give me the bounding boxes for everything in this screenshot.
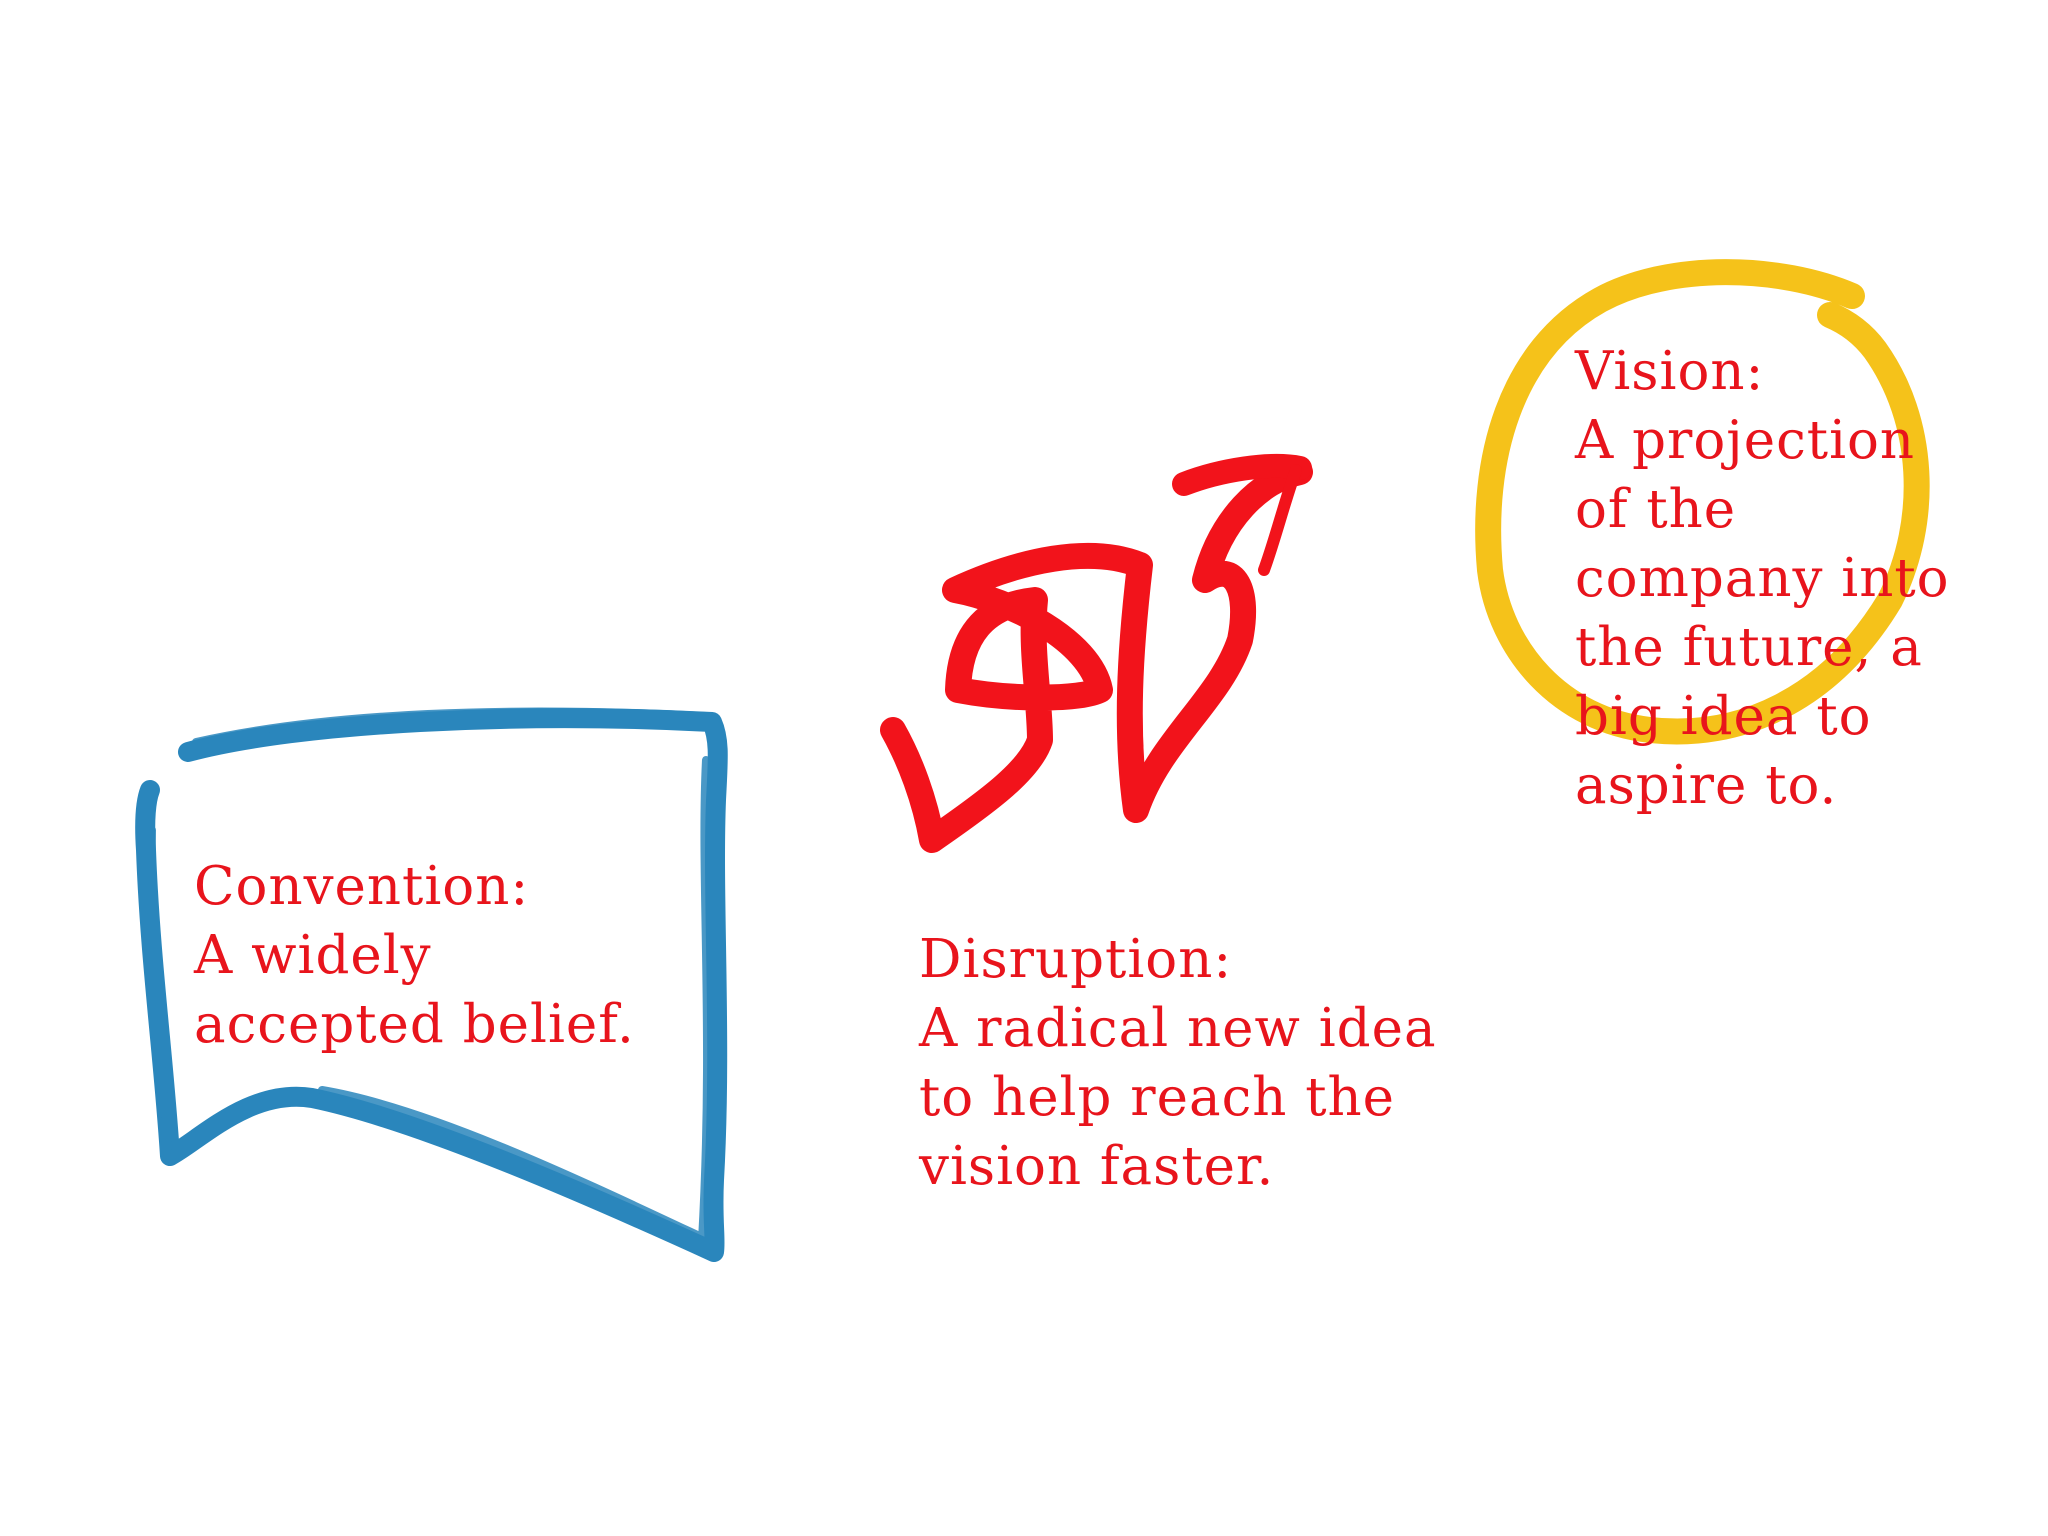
vision-line: the future, a: [1575, 617, 1923, 678]
vision-circle-stroke: [1475, 259, 1930, 745]
convention-flag-outline-rough: [147, 707, 712, 1244]
convention-flag-shape: [135, 707, 728, 1262]
convention-line: accepted belief.: [194, 994, 635, 1055]
vision-line: of the: [1575, 479, 1737, 540]
convention-term: Convention:: [194, 856, 530, 917]
vision-term: Vision:: [1575, 341, 1765, 402]
disruption-arrow-stroke: [880, 459, 1313, 853]
convention-label: Convention: A widely accepted belief.: [194, 852, 635, 1059]
vision-circle-shape: [1475, 259, 1930, 745]
disruption-arrow-shape: [880, 454, 1313, 853]
vision-line: company into: [1575, 548, 1950, 609]
convention-line: A widely: [194, 925, 432, 986]
vision-line: aspire to.: [1575, 755, 1838, 816]
disruption-arrow-head: [1258, 464, 1302, 576]
vision-label: Vision: A projection of the company into…: [1575, 337, 1950, 820]
vision-line: A projection: [1575, 410, 1916, 471]
disruption-line: vision faster.: [919, 1136, 1275, 1197]
disruption-label: Disruption: A radical new idea to help r…: [919, 925, 1437, 1201]
disruption-term: Disruption:: [919, 929, 1233, 990]
disruption-arrow-main: [1172, 454, 1312, 496]
disruption-line: A radical new idea: [919, 998, 1437, 1059]
disruption-line: to help reach the: [919, 1067, 1396, 1128]
vision-line: big idea to: [1575, 686, 1872, 747]
